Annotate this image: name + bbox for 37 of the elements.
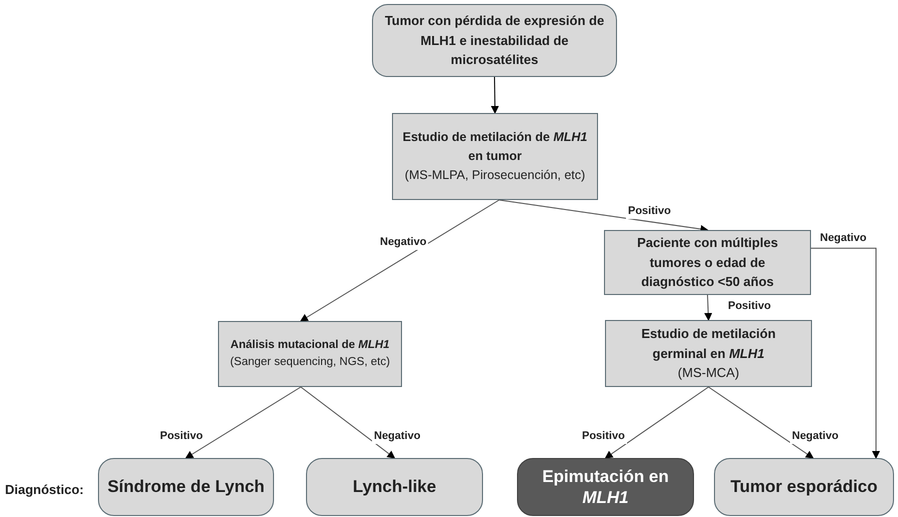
box-subtitle: (MS-MCA) [678, 364, 740, 382]
box-title: Tumor con pérdida de expresión de MLH1 e inestabilidad de microsatélites [384, 12, 606, 70]
process-box [218, 321, 402, 387]
edge-label: Negativo [378, 236, 428, 250]
arrow [704, 294, 712, 321]
edge-label: Negativo [372, 430, 422, 444]
edge-label: Negativo [790, 430, 840, 444]
process-box [306, 458, 483, 516]
edge-label: Negativo [818, 232, 868, 246]
box-subtitle: (Sanger sequencing, NGS, etc) [230, 355, 390, 370]
edge-label: Positivo [580, 430, 627, 444]
box-title: Paciente con múltiples tumores o edad de diagnóstico <50 años [636, 234, 779, 292]
box-subtitle: (MS-MLPA, Pirosecuención, etc) [404, 166, 586, 184]
box-title: Tumor esporádico [730, 476, 878, 498]
box-title: Síndrome de Lynch [107, 476, 265, 498]
process-box [714, 458, 894, 516]
box-title: Epimutación en MLH1 [541, 466, 670, 508]
arrow [300, 386, 396, 459]
arrow [810, 248, 880, 459]
box-title: Estudio de metilación germinal en MLH1 [640, 325, 777, 363]
process-box [517, 458, 694, 516]
process-box [392, 113, 598, 200]
arrow [498, 200, 708, 233]
box-title: Lynch-like [352, 476, 436, 498]
edge-label: Positivo [626, 205, 673, 219]
box-title: Estudio de metilación de MLH1 en tumor [402, 129, 588, 166]
process-box [605, 320, 812, 387]
box-title: Análisis mutacional de MLH1 [230, 338, 390, 353]
process-box [604, 230, 811, 295]
arrow [604, 386, 709, 459]
arrow [185, 386, 302, 459]
arrow [490, 76, 499, 114]
row-label: Diagnóstico: [5, 481, 84, 499]
arrow [708, 386, 814, 459]
arrow [300, 200, 500, 322]
process-box [98, 458, 274, 516]
process-box [372, 4, 617, 77]
